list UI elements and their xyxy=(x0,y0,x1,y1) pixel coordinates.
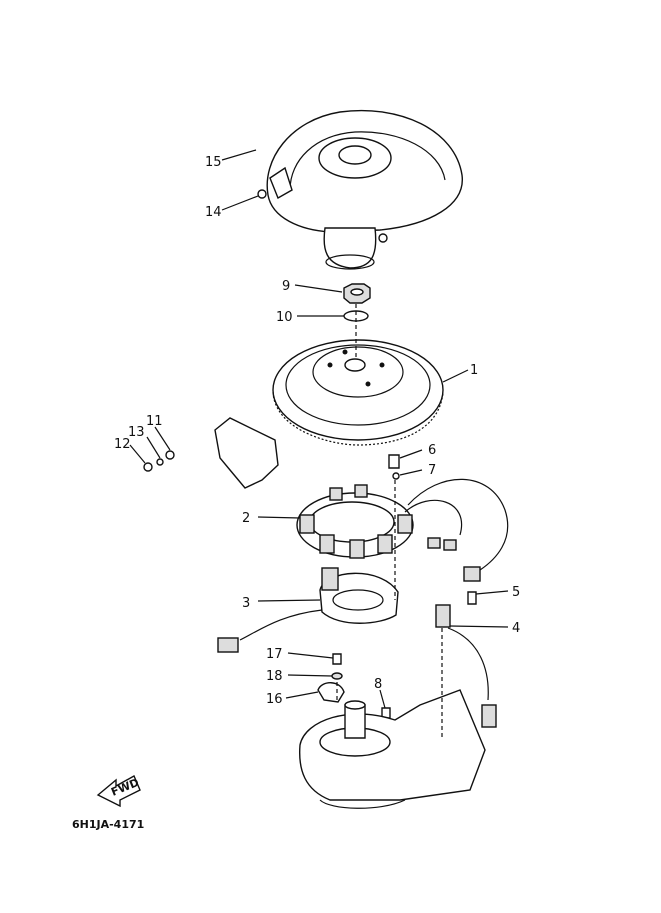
stator-assembly xyxy=(296,478,509,582)
powerhead-base xyxy=(298,689,486,809)
flywheel-nut xyxy=(343,283,371,304)
callout-4: 4 xyxy=(512,621,520,636)
callout-10: 10 xyxy=(276,310,293,325)
stator-bracket xyxy=(214,417,279,489)
coil-bolt xyxy=(467,591,477,605)
callout-5: 5 xyxy=(512,585,520,600)
callout-8: 8 xyxy=(374,677,382,692)
callout-3: 3 xyxy=(242,596,250,611)
callout-14: 14 xyxy=(205,205,222,220)
ignition-coil xyxy=(435,604,497,728)
pulser-coil-base xyxy=(217,567,399,653)
bracket-bolt xyxy=(165,450,175,460)
callout-16: 16 xyxy=(266,692,283,707)
callout-9: 9 xyxy=(282,279,290,294)
callout-6: 6 xyxy=(428,443,436,458)
stator-washer xyxy=(392,472,400,480)
callout-11: 11 xyxy=(146,414,163,429)
callout-15: 15 xyxy=(205,155,222,170)
clamp-washer xyxy=(331,672,343,680)
callout-12: 12 xyxy=(114,437,131,452)
diagram-code: 6H1JA-4171 xyxy=(72,818,144,831)
clamp-screw xyxy=(332,653,342,665)
callout-17: 17 xyxy=(266,647,283,662)
harness-clamp xyxy=(317,682,345,703)
bracket-screw xyxy=(143,462,153,472)
fwd-direction-badge: FWD xyxy=(96,775,141,808)
callout-13: 13 xyxy=(128,425,145,440)
stator-bolt xyxy=(388,454,400,469)
flywheel xyxy=(272,339,444,446)
callout-2: 2 xyxy=(242,511,250,526)
bracket-washer xyxy=(156,458,164,466)
callout-7: 7 xyxy=(428,463,436,478)
flywheel-cover xyxy=(257,109,463,270)
leader-lines xyxy=(129,149,509,740)
callout-18: 18 xyxy=(266,669,283,684)
callout-1: 1 xyxy=(470,363,478,378)
